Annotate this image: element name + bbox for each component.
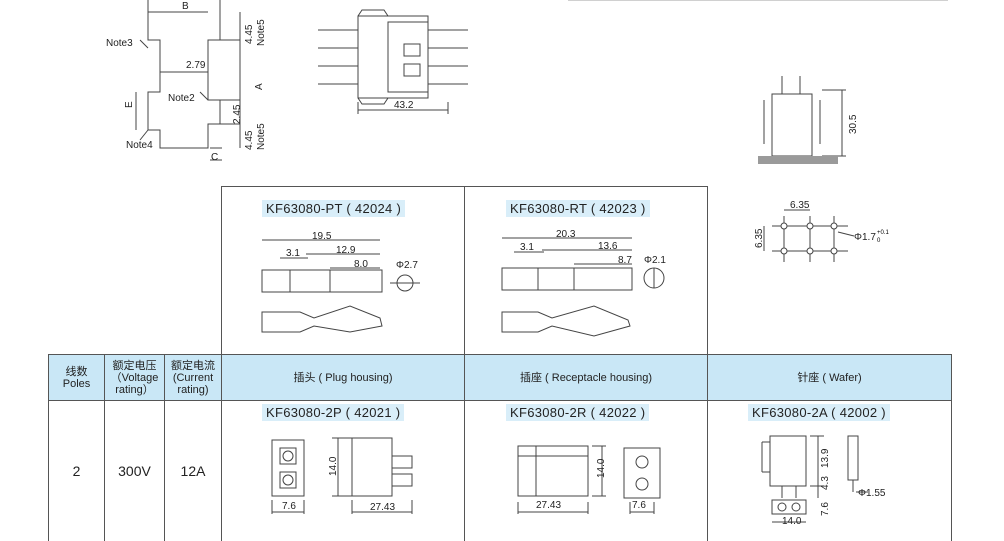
pt-d2: 3.1: [286, 248, 300, 259]
rt-d4: 8.7: [618, 255, 632, 266]
mated-connector-drawing: 43.2: [318, 9, 468, 114]
header-current: 额定电流 (Current rating): [165, 355, 221, 400]
rt-d1: 20.3: [556, 229, 576, 240]
dim-hole-tol: +0.1: [877, 230, 890, 236]
wafer-title: KF63080-2A ( 42002 ): [748, 404, 890, 421]
receptacle-d2: 27.43: [536, 500, 561, 511]
plug-housing-drawing: 14.0 7.6 27.43: [271, 437, 413, 514]
table-col-1: [104, 354, 105, 541]
table-col-4: [464, 354, 465, 541]
wafer-d5: Φ1.55: [858, 488, 886, 499]
dim-305: 30.5: [848, 114, 859, 134]
terminal-box-right: [707, 186, 708, 354]
plug-d1: 14.0: [328, 456, 339, 476]
label-note2: Note2: [168, 93, 195, 104]
label-note4: Note4: [126, 140, 153, 151]
label-b: B: [182, 1, 189, 12]
label-a: A: [254, 83, 265, 90]
table-col-3: [221, 354, 222, 541]
dim-635-v: 6.35: [754, 228, 765, 248]
wafer-d2: 4.3: [820, 476, 831, 490]
pt-d3: 12.9: [336, 245, 356, 256]
dim-279: 2.79: [186, 60, 206, 71]
header-wafer: 针座 ( Wafer): [708, 355, 951, 400]
pt-d5: Φ2.7: [396, 260, 418, 271]
label-c: C: [211, 152, 218, 163]
rt-d2: 3.1: [520, 242, 534, 253]
wafer-side-drawing: 30.5: [758, 76, 859, 164]
dim-hole-tol2: 0: [877, 238, 881, 244]
wafer-drawing: 13.9 4.3 7.6 14.0 Φ1.55: [761, 435, 886, 527]
rt-d5: Φ2.1: [644, 255, 666, 266]
header-receptacle: 插座 ( Receptacle housing): [465, 355, 707, 400]
rt-title: KF63080-RT ( 42023 ): [506, 200, 650, 217]
table-top-border: [48, 354, 952, 355]
page-top-rule: [568, 0, 948, 1]
pt-title: KF63080-PT ( 42024 ): [262, 200, 406, 217]
receptacle-d1: 14.0: [596, 458, 607, 478]
table-header-border: [48, 400, 952, 401]
dim-hole: Φ1.7: [854, 232, 876, 243]
receptacle-housing-drawing: 14.0 27.43 7.6: [517, 445, 661, 514]
header-poles: 线数 Poles: [49, 355, 104, 400]
receptacle-title: KF63080-2R ( 42022 ): [506, 404, 650, 421]
plug-title: KF63080-2P ( 42021 ): [262, 404, 405, 421]
table-col-2: [164, 354, 165, 541]
label-e: E: [124, 101, 135, 108]
dim-445-top: 4.45: [244, 24, 255, 44]
wafer-d4: 14.0: [782, 516, 802, 527]
rt-terminal-drawing: 20.3 3.1 13.6 8.7 Φ2.1: [501, 229, 666, 337]
pt-d1: 19.5: [312, 231, 332, 242]
housing-profile-drawing: B Note3 2.79 Note2 Note4 C E A 4.45 Note…: [106, 0, 267, 163]
dim-445-bottom: 4.45: [244, 130, 255, 150]
value-poles: 2: [72, 463, 81, 479]
label-note3: Note3: [106, 38, 133, 49]
receptacle-d3: 7.6: [632, 500, 646, 511]
wafer-d3: 7.6: [820, 502, 831, 516]
note5-top: Note5: [256, 19, 267, 46]
pcb-hatch: [758, 156, 838, 164]
header-voltage: 额定电压 （Voltage rating）: [105, 355, 164, 400]
plug-d3: 27.43: [370, 502, 395, 513]
pt-d4: 8.0: [354, 259, 368, 270]
rt-d3: 13.6: [598, 241, 618, 252]
dim-432: 43.2: [394, 100, 414, 111]
plug-d2: 7.6: [282, 501, 296, 512]
terminal-box-mid: [464, 186, 465, 354]
pcb-hole-pattern: 6.35 6.35 Φ1.7 +0.1 0: [754, 200, 890, 262]
value-current: 12A: [180, 463, 206, 479]
pt-terminal-drawing: 19.5 3.1 12.9 8.0 Φ2.7: [261, 231, 420, 333]
header-plug: 插头 ( Plug housing): [222, 355, 464, 400]
wafer-d1: 13.9: [820, 448, 831, 468]
dim-245: 2.45: [232, 104, 243, 124]
table-col-5: [707, 354, 708, 541]
table-col-0: [48, 354, 49, 541]
value-voltage: 300V: [118, 463, 151, 479]
dim-635-h: 6.35: [790, 200, 810, 211]
terminal-box-left: [221, 186, 222, 354]
table-col-6: [951, 354, 952, 541]
note5-bottom: Note5: [256, 123, 267, 150]
